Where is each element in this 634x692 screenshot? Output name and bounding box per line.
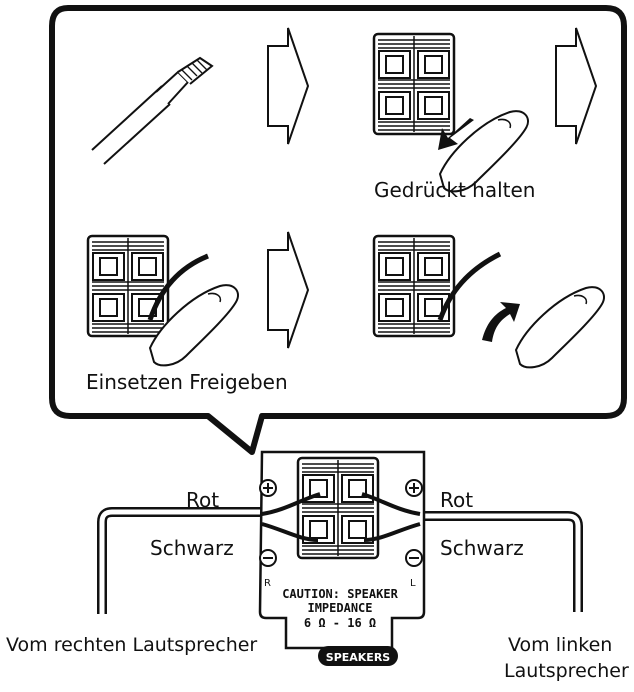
caution-line-1: CAUTION: SPEAKER [282,587,398,601]
from-left-speaker-label-line-1: Vom linken [508,634,613,656]
right-black-label: Schwarz [440,536,524,560]
finger-release-illustration [482,286,606,369]
from-left-speaker-label-line-2: Lautsprecher [504,660,629,682]
step-insert-release-label: Einsetzen Freigeben [86,370,288,394]
speakers-badge-text: SPEAKERS [326,651,391,664]
left-black-label: Schwarz [150,536,234,560]
speaker-wire [147,253,209,321]
channel-r-marker: R [264,578,271,589]
speakers-badge [318,646,398,666]
speaker-terminal-panel [258,450,426,666]
right-speaker-cable [99,509,296,614]
speaker-wire [437,251,502,321]
caution-line-2: IMPEDANCE [307,601,372,615]
step-hold-label: Gedrückt halten [374,178,536,202]
from-right-speaker-label: Vom rechten Lautsprecher [6,634,258,656]
caution-line-3: 6 Ω - 16 Ω [304,616,376,630]
right-red-label: Rot [440,488,474,512]
terminal-block [372,32,456,136]
terminal-block [372,234,456,338]
terminal-block [86,234,170,338]
left-red-label: Rot [186,488,220,512]
finger-press-illustration [438,110,530,193]
stripped-wire-illustration [91,56,214,165]
left-speaker-cable [382,513,581,612]
channel-l-marker: L [410,578,416,589]
